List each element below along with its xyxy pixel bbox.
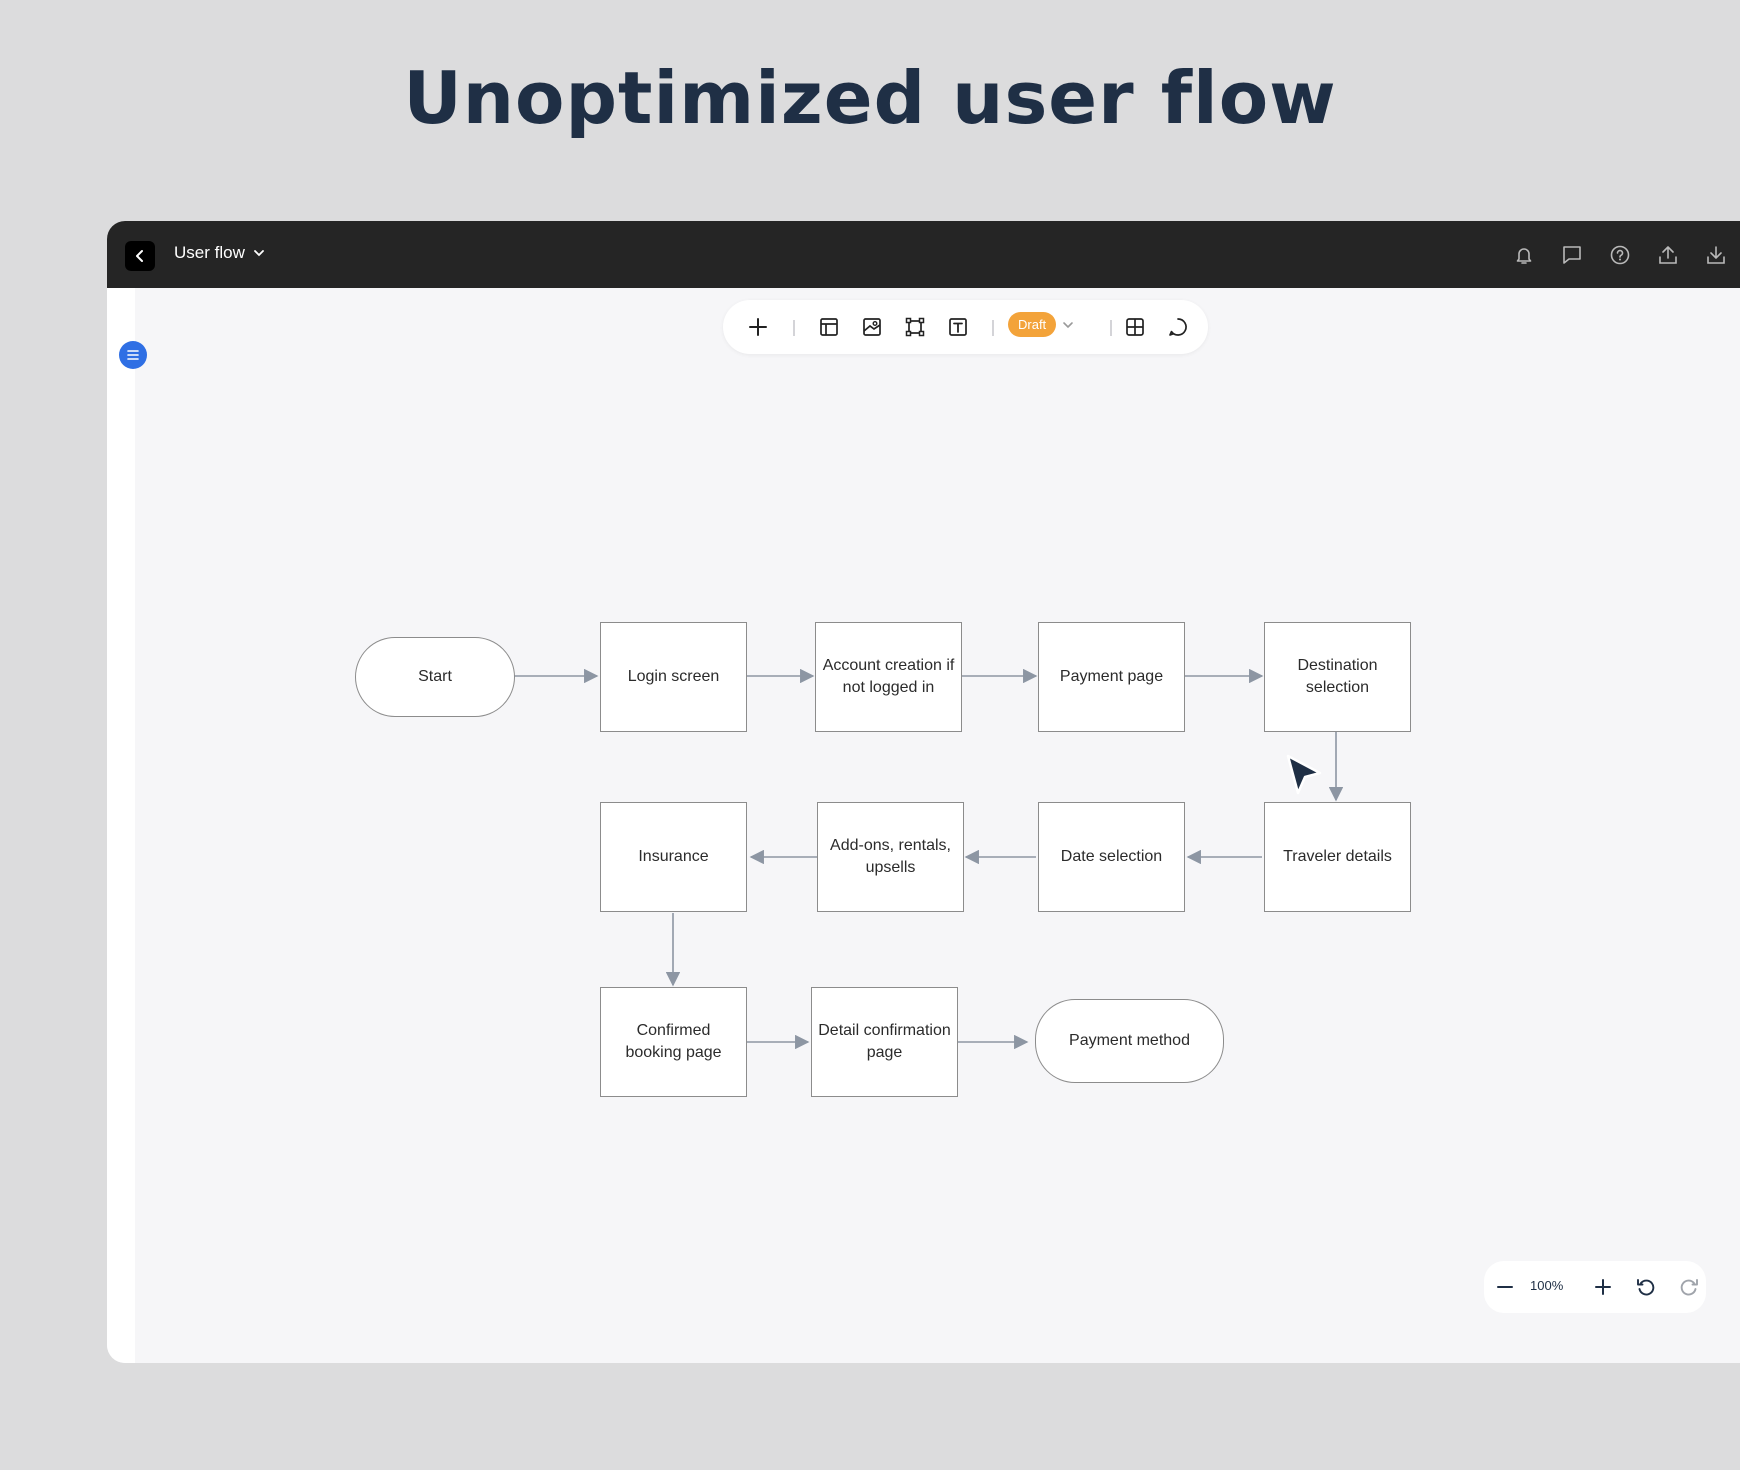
flow-node-account[interactable]: Account creation if not logged in <box>815 622 962 732</box>
bell-icon <box>1516 248 1532 264</box>
zoom-out-button[interactable] <box>1492 1274 1518 1300</box>
table-tool[interactable] <box>1120 312 1150 342</box>
upload-button[interactable] <box>1644 241 1692 269</box>
top-bar: User flow <box>107 221 1740 288</box>
flow-node-payment[interactable]: Payment page <box>1038 622 1185 732</box>
file-title: User flow <box>174 243 245 262</box>
zoom-level: 100% <box>1530 1278 1564 1293</box>
top-bar-actions <box>1500 241 1740 269</box>
add-button[interactable] <box>743 312 773 342</box>
text-icon <box>949 318 967 336</box>
flow-node-traveler[interactable]: Traveler details <box>1264 802 1411 912</box>
redo-button[interactable] <box>1676 1274 1702 1300</box>
chevron-left-icon <box>136 250 143 262</box>
zoom-controls: 100% <box>1484 1261 1706 1313</box>
page-title: Unoptimized user flow <box>403 56 1337 140</box>
plus-icon <box>749 318 767 336</box>
table-icon <box>1126 318 1144 336</box>
app-window: User flow <box>107 221 1740 1363</box>
mouse-cursor-icon <box>1286 754 1322 795</box>
frame-tool[interactable] <box>814 312 844 342</box>
status-badge: Draft <box>1008 312 1057 337</box>
comments-button[interactable] <box>1548 241 1596 269</box>
undo-button[interactable] <box>1633 1274 1659 1300</box>
status-dropdown[interactable]: Draft <box>1008 312 1074 337</box>
help-button[interactable] <box>1596 241 1644 269</box>
toolbar-divider <box>793 320 795 336</box>
flow-connectors <box>514 668 1344 1050</box>
undo-icon <box>1637 1279 1655 1296</box>
flow-node-addons[interactable]: Add-ons, rentals, upsells <box>817 802 964 912</box>
layout-icon <box>820 318 838 336</box>
plus-icon <box>1595 1279 1611 1295</box>
chevron-down-icon <box>1063 321 1073 328</box>
speech-bubble-icon <box>1169 318 1187 336</box>
flow-node-insurance[interactable]: Insurance <box>600 802 747 912</box>
text-tool[interactable] <box>943 312 973 342</box>
help-icon <box>1610 245 1630 265</box>
zoom-in-button[interactable] <box>1590 1274 1616 1300</box>
flow-node-detail[interactable]: Detail confirmation page <box>811 987 958 1097</box>
shape-tool[interactable] <box>900 312 930 342</box>
back-button[interactable] <box>125 241 155 271</box>
flow-node-start[interactable]: Start <box>355 637 515 717</box>
flow-node-confirmed[interactable]: Confirmed booking page <box>600 987 747 1097</box>
redo-icon <box>1680 1279 1698 1296</box>
comment-tool[interactable] <box>1163 312 1193 342</box>
image-tool[interactable] <box>857 312 887 342</box>
minus-icon <box>1497 1286 1513 1288</box>
bounding-box-icon <box>905 317 925 337</box>
flow-node-date[interactable]: Date selection <box>1038 802 1185 912</box>
toolbar-divider <box>992 320 994 336</box>
left-rail <box>107 288 135 1363</box>
flow-node-paymethod[interactable]: Payment method <box>1035 999 1224 1083</box>
menu-icon <box>127 350 139 360</box>
chevron-down-icon <box>253 250 264 257</box>
comment-icon <box>1563 246 1581 264</box>
flow-node-login[interactable]: Login screen <box>600 622 747 732</box>
flow-node-destination[interactable]: Destination selection <box>1264 622 1411 732</box>
canvas-toolbar: Draft <box>723 300 1208 354</box>
file-title-dropdown[interactable]: User flow <box>174 243 265 263</box>
download-button[interactable] <box>1692 241 1740 269</box>
toolbar-divider <box>1110 320 1112 336</box>
menu-button[interactable] <box>119 341 147 369</box>
upload-icon <box>1659 246 1677 264</box>
notifications-button[interactable] <box>1500 241 1548 269</box>
image-icon <box>863 318 881 336</box>
download-icon <box>1707 246 1725 264</box>
